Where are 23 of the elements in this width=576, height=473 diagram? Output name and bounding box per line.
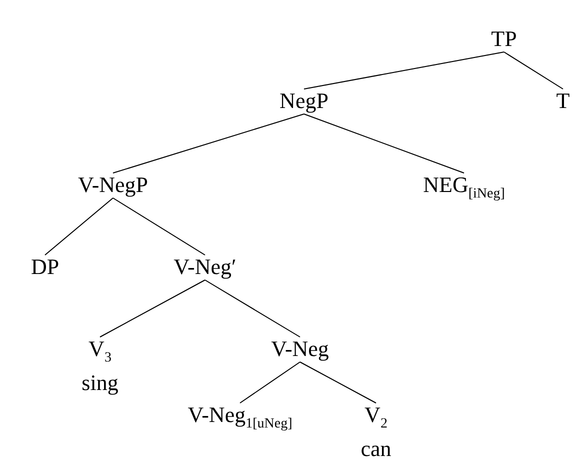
node-label: T: [556, 87, 570, 115]
tree-branch: [112, 114, 304, 174]
node-label: TP: [491, 25, 517, 53]
tree-branch: [304, 52, 504, 90]
tree-branch: [44, 198, 114, 256]
tree-branch: [112, 198, 206, 256]
node-label: V$_{3}$: [88, 335, 112, 366]
node-label: V-NegP: [78, 171, 148, 199]
node-label: sing: [82, 369, 118, 397]
node-label: DP: [30, 253, 60, 281]
node-label: V-Neg: [271, 335, 329, 363]
tree-branch: [204, 280, 300, 338]
tree-branch: [240, 362, 300, 404]
node-label: V-Neg$_{1[uNeg]}$: [188, 401, 292, 432]
node-label: NEG$_{[iNeg]}$: [423, 171, 505, 202]
tree-branch: [300, 362, 376, 404]
node-label: V$_{2}$: [364, 401, 388, 432]
node-label: V-Neg′: [174, 253, 236, 281]
node-label: NegP: [280, 87, 328, 115]
tree-branch: [504, 52, 564, 90]
tree-branch: [304, 114, 464, 174]
tree-branch: [100, 280, 206, 338]
node-label: can: [360, 435, 392, 463]
